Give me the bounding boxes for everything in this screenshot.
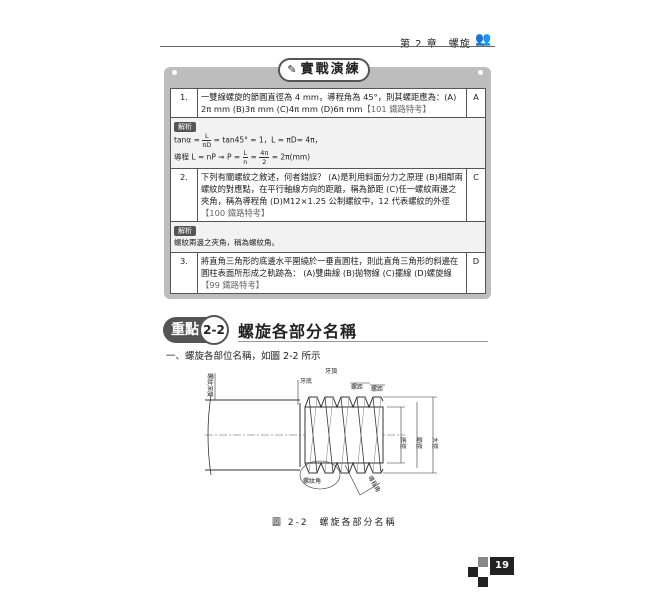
question-body: 下列有關螺紋之敘述，何者錯誤？ (A)是利用斜面分力之原理 (B)相鄰兩螺紋的對… — [201, 172, 463, 206]
solution-row: 解析 螺紋兩邊之夾角，稱為螺紋角。 — [170, 221, 486, 253]
page-number: 19 — [490, 557, 514, 575]
thread-back-lines — [308, 396, 382, 474]
keypoint-rule — [238, 341, 488, 342]
formula-part: = 2π(mm) — [271, 152, 311, 162]
fraction-numerator: L — [202, 132, 212, 141]
question-answer: D — [466, 252, 486, 294]
keypoint-label: 重點 — [171, 322, 199, 338]
pitch-dia-label: 節徑 — [415, 437, 423, 449]
question-number: 1. — [170, 88, 198, 118]
section-title: ✎實戰演練 — [278, 58, 370, 82]
formula-part: = tan45° = 1，L = πD= 4π， — [213, 135, 323, 145]
question-body: 將直角三角形的底邊水平圍繞於一垂直圓柱，則此直角三角形的斜邊在圓柱表面所形成之軌… — [201, 256, 459, 278]
header-rule — [160, 46, 495, 47]
root-label: 牙底 — [300, 377, 312, 385]
formula-part: = — [250, 152, 257, 162]
major-dia-label: 大徑 — [431, 437, 439, 449]
people-icon: 👥 — [475, 32, 492, 47]
question-row: 2. 下列有關螺紋之敘述，何者錯誤？ (A)是利用斜面分力之原理 (B)相鄰兩螺… — [170, 168, 486, 222]
formula-part: 導程 L = nP ⇒ P = — [174, 152, 241, 162]
question-body: 一雙線螺旋的節圓直徑為 4 mm，導程角為 45°，則其螺距應為：(A) 2π … — [201, 92, 457, 114]
question-number: 3. — [170, 252, 198, 294]
fraction-denominator: 2 — [262, 158, 267, 166]
question-answer: C — [466, 168, 486, 222]
pencil-icon: ✎ — [287, 63, 299, 76]
question-source: 【100 鐵路特考】 — [201, 208, 270, 218]
question-text: 將直角三角形的底邊水平圍繞於一垂直圓柱，則此直角三角形的斜邊在圓柱表面所形成之軌… — [197, 252, 467, 294]
fraction-denominator: πD — [202, 141, 212, 149]
pitch-label-2: 螺距 — [371, 385, 383, 393]
question-row: 1. 一雙線螺旋的節圓直徑為 4 mm，導程角為 45°，則其螺距應為：(A) … — [170, 88, 486, 118]
page-deco-square — [468, 567, 478, 577]
crest-label: 牙頂 — [325, 368, 337, 375]
solution-2: 解析 螺紋兩邊之夾角，稱為螺紋角。 — [170, 221, 486, 253]
page-deco-square — [478, 557, 488, 567]
solution-tag: 解析 — [174, 226, 196, 236]
formula-part: tanα = — [174, 135, 200, 145]
thread-crests — [304, 396, 384, 474]
subheading: 一、螺旋各部位名稱，如圖 2-2 所示 — [166, 351, 321, 362]
running-header: 第 2 章 螺旋 — [400, 39, 471, 50]
panel-dot-left — [172, 70, 177, 75]
bottom-thread-profile — [304, 461, 384, 474]
lead-angle-callout — [344, 464, 381, 496]
page-deco-square — [478, 577, 488, 587]
thread-angle-callout — [299, 460, 341, 490]
top-thread-profile — [304, 396, 384, 409]
break-line — [207, 394, 212, 476]
fraction-denominator: n — [243, 158, 248, 166]
section-title-text: 實戰演練 — [300, 62, 361, 77]
thread-depth-label: 螺紋深度 — [206, 373, 214, 397]
screw-diagram: 底徑 節徑 大徑 螺紋深度 牙底 牙頂 螺距 螺距 螺紋角 導程角 — [205, 368, 439, 496]
lead-angle-label: 導程角 — [366, 474, 382, 494]
root-dia-label: 底徑 — [399, 437, 407, 449]
keypoint-number: 2-2 — [199, 315, 229, 345]
question-answer: A — [466, 88, 486, 118]
question-source: 【99 鐵路特考】 — [201, 280, 264, 290]
solution-tag: 解析 — [174, 122, 196, 132]
question-source: 【101 鐵路特考】 — [362, 104, 431, 114]
question-row: 3. 將直角三角形的底邊水平圍繞於一垂直圓柱，則此直角三角形的斜邊在圓柱表面所形… — [170, 252, 486, 294]
solution-2-text: 螺紋兩邊之夾角，稱為螺紋角。 — [174, 238, 279, 247]
fraction-numerator: L — [242, 149, 249, 158]
thread-angle-label: 螺紋角 — [303, 477, 321, 485]
figure-caption: 圖 2-2 螺旋各部分名稱 — [272, 518, 397, 528]
keypoint-title: 螺旋各部分名稱 — [238, 322, 358, 341]
fraction-numerator: 4π — [259, 149, 270, 158]
question-text: 一雙線螺旋的節圓直徑為 4 mm，導程角為 45°，則其螺距應為：(A) 2π … — [197, 88, 467, 118]
thread-core — [304, 406, 384, 464]
question-number: 2. — [170, 168, 198, 222]
dimension-lines — [214, 373, 437, 474]
question-table: 1. 一雙線螺旋的節圓直徑為 4 mm，導程角為 45°，則其螺距應為：(A) … — [170, 88, 486, 294]
panel-dot-right — [478, 70, 483, 75]
question-text: 下列有關螺紋之敘述，何者錯誤？ (A)是利用斜面分力之原理 (B)相鄰兩螺紋的對… — [197, 168, 467, 222]
pitch-label: 螺距 — [351, 383, 363, 391]
